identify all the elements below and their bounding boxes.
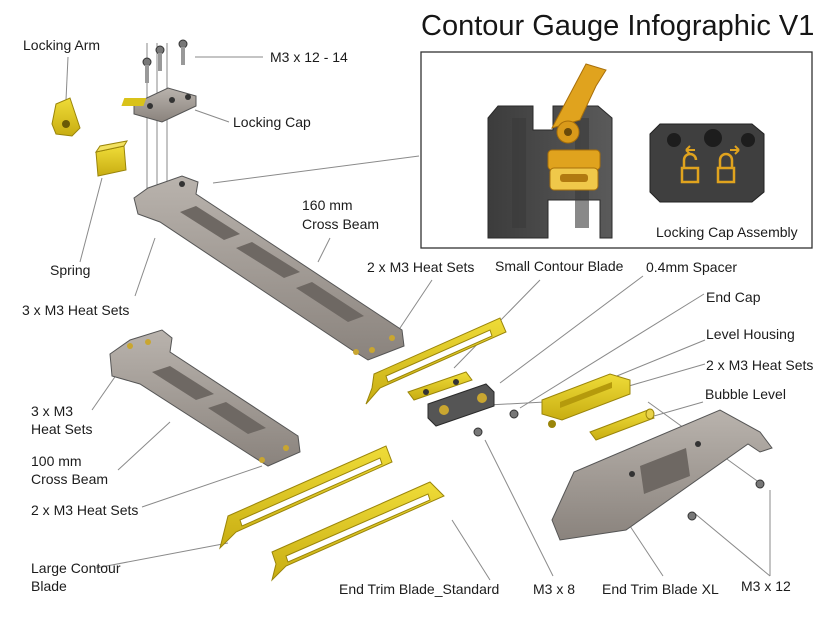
end-cap-part (427, 383, 519, 437)
label-heat-sets-3-top: 3 x M3 Heat Sets (22, 302, 130, 318)
label-heat-sets-3-line1: 3 x M3 (31, 403, 74, 419)
label-screws-m3-12-14: M3 x 12 - 14 (270, 49, 348, 65)
locking-cap-part (121, 87, 197, 123)
label-large-blade-line2: Blade (31, 578, 67, 594)
label-heat-sets-2-upper: 2 x M3 Heat Sets (367, 259, 475, 275)
spacer-part (407, 371, 473, 401)
inset-locking-cap (649, 123, 765, 203)
label-heat-sets-3-line2: Heat Sets (31, 421, 93, 437)
label-locking-cap: Locking Cap (233, 114, 311, 130)
label-cross-beam-160-line2: Cross Beam (302, 216, 380, 232)
label-small-contour-blade: Small Contour Blade (495, 258, 624, 274)
end-trim-blade-xl-part (551, 409, 773, 541)
top-screws (142, 39, 188, 83)
label-cross-beam-100-line2: Cross Beam (31, 471, 109, 487)
cross-beam-160-part (133, 175, 405, 361)
inset-body-assembly (487, 63, 613, 239)
label-m3x12: M3 x 12 (741, 578, 791, 594)
label-end-trim-standard: End Trim Blade_Standard (339, 581, 500, 597)
label-heat-sets-2-lower: 2 x M3 Heat Sets (31, 502, 139, 518)
label-locking-arm: Locking Arm (23, 37, 101, 53)
spring-part (94, 140, 128, 177)
label-spacer: 0.4mm Spacer (646, 259, 738, 275)
small-contour-blade-part (365, 317, 507, 405)
large-contour-blade-part (219, 445, 393, 550)
label-large-blade-line1: Large Contour (31, 560, 121, 576)
end-trim-blade-standard-part (271, 481, 445, 582)
label-end-trim-xl: End Trim Blade XL (602, 581, 719, 597)
inset-caption: Locking Cap Assembly (656, 224, 798, 240)
label-cross-beam-160-line1: 160 mm (302, 197, 353, 213)
cross-beam-100-part (109, 329, 301, 467)
label-bubble-level: Bubble Level (705, 386, 786, 402)
label-m3x8: M3 x 8 (533, 581, 576, 597)
label-level-housing: Level Housing (706, 326, 795, 342)
bubble-level-part (589, 408, 655, 441)
label-heat-sets-2-level: 2 x M3 Heat Sets (706, 357, 814, 373)
label-spring: Spring (50, 262, 91, 278)
level-housing-part (541, 373, 631, 428)
label-end-cap: End Cap (706, 289, 761, 305)
label-cross-beam-100-line1: 100 mm (31, 453, 82, 469)
locking-arm-part (51, 97, 81, 137)
page-title: Contour Gauge Infographic V1 (421, 10, 815, 42)
